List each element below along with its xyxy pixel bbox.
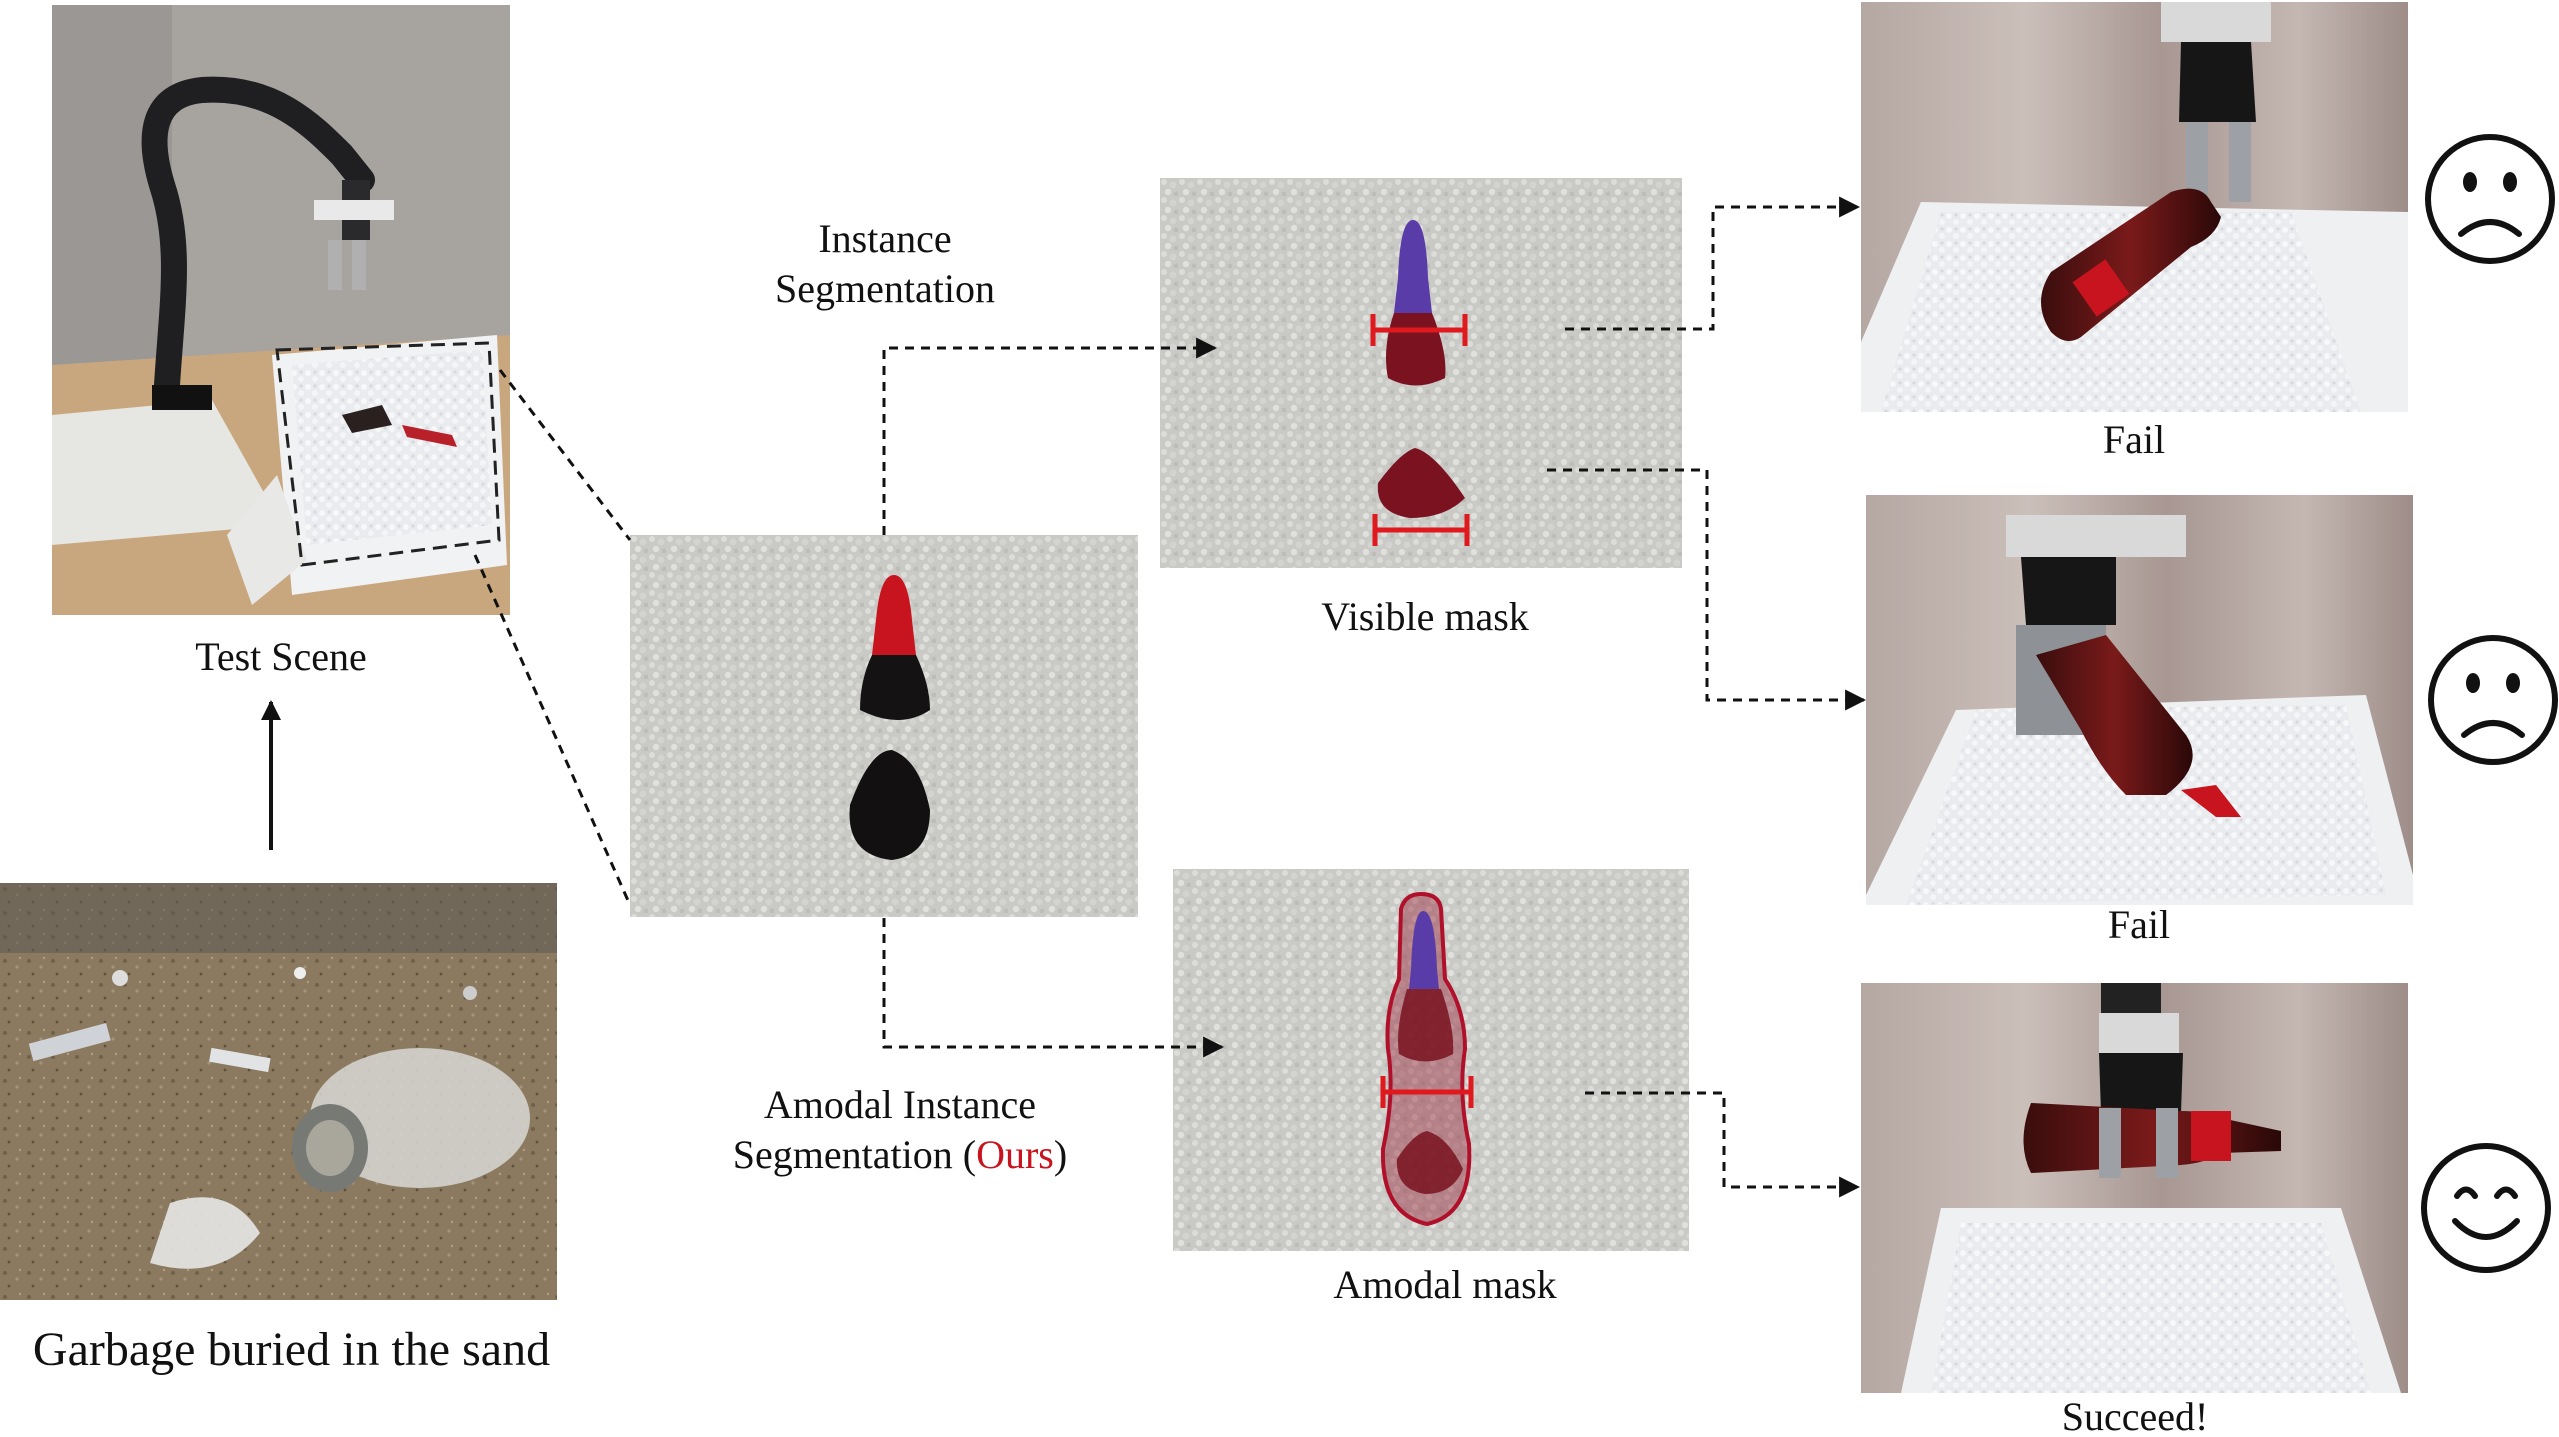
visible-mask-image: [1160, 178, 1682, 568]
test-scene-photo: [52, 5, 510, 615]
zoom-guide-top: [498, 369, 632, 541]
sad-face-icon: [2423, 132, 2557, 266]
amodal-seg-suffix: ): [1053, 1132, 1068, 1177]
ours-highlight: Ours: [976, 1132, 1054, 1177]
test-scene-label: Test Scene: [195, 634, 367, 679]
arrow-to-amodal-mask: [882, 918, 1225, 1058]
amodal-mask-image: [1173, 869, 1689, 1251]
instance-seg-label: Instance Segmentation: [700, 214, 1070, 314]
result-2-label: Fail: [2107, 902, 2171, 947]
amodal-seg-prefix: Segmentation (: [732, 1132, 977, 1177]
grasp-result-photo-3: [1861, 983, 2408, 1393]
amodal-seg-label: Amodal Instance Segmentation (Ours): [640, 1080, 1160, 1180]
result-3-label: Succeed!: [2061, 1394, 2209, 1437]
instance-seg-line2: Segmentation: [775, 266, 995, 311]
grasp-result-photo-1: [1861, 2, 2408, 412]
amodal-seg-line2: Segmentation (Ours): [640, 1130, 1160, 1180]
instance-seg-line1: Instance: [818, 216, 952, 261]
garbage-photo: [0, 883, 557, 1300]
grasp-result-photo-2: [1866, 495, 2413, 905]
garbage-label: Garbage buried in the sand: [32, 1323, 551, 1376]
amodal-mask-label: Amodal mask: [1333, 1262, 1557, 1307]
input-sand-image: [630, 535, 1138, 917]
happy-face-icon: [2419, 1141, 2553, 1275]
result-1-label: Fail: [2102, 417, 2166, 462]
visible-mask-label: Visible mask: [1321, 594, 1529, 639]
sad-face-icon: [2426, 633, 2559, 767]
amodal-seg-line1: Amodal Instance: [763, 1082, 1037, 1127]
